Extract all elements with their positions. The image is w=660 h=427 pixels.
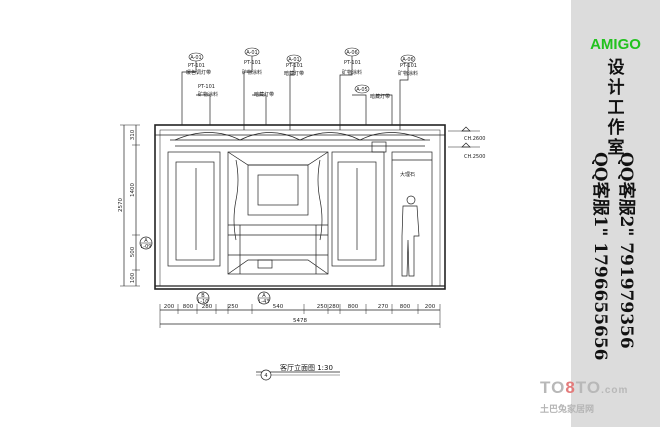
material-note: 暗藏灯带: [370, 93, 390, 100]
dimension-label: 280: [202, 304, 213, 310]
svg-text:B: B: [201, 293, 205, 299]
dimension-label: 800: [400, 304, 411, 310]
section-marker: A L-09: [139, 236, 153, 250]
drawing-title-block: 4 客厅立面图 1:30: [260, 363, 333, 381]
material-tag: PT-101: [198, 84, 215, 90]
material-note: 矿物涂料: [398, 70, 418, 77]
right-wall-panel: [331, 151, 385, 267]
callout-tag: A-05: [356, 87, 367, 93]
material-note: 暗藏灯带: [254, 91, 274, 98]
callout-tag: A-01: [246, 50, 257, 56]
dimension-label: 800: [183, 304, 194, 310]
dimension-label: 1400: [130, 183, 136, 197]
svg-text:4: 4: [264, 373, 267, 379]
dimension-label: 800: [348, 304, 359, 310]
material-note: 暖色调灯带: [186, 69, 211, 76]
material-note: 矿物涂料: [198, 91, 218, 98]
svg-text:L-09: L-09: [141, 244, 152, 250]
watermark-site-name: 土巴兔家居网: [540, 405, 595, 415]
studio-name: 设计工作室: [607, 58, 625, 158]
level-mark: CH.2500: [464, 154, 485, 160]
left-wall-panel: [167, 151, 221, 267]
material-tag: PT-101: [244, 60, 261, 66]
elevation-drawing: A-01 A-01 A-01 A-06 A-06 A-05 PT-101 暖色调…: [118, 47, 485, 381]
watermark-logo: TO8TO.com: [540, 378, 629, 397]
dimension-label: 200: [425, 304, 436, 310]
brand-logo-text: AMIGO: [590, 36, 641, 53]
dimension-label: 540: [273, 304, 284, 310]
dimension-label: 250: [317, 304, 328, 310]
overall-width: 5478: [293, 318, 307, 324]
section-marker: A L-43: [257, 291, 271, 305]
callout-tag: A-06: [346, 50, 357, 56]
material-note: 暗藏灯带: [284, 70, 304, 77]
dimension-label: 280: [329, 304, 340, 310]
dimension-label: 310: [130, 129, 136, 140]
material-tag: PT-101: [188, 63, 205, 69]
callout-tag: A-06: [402, 57, 413, 63]
overall-height: 2570: [118, 198, 124, 212]
svg-text:A: A: [262, 293, 266, 299]
dimension-label: 100: [130, 272, 136, 283]
material-tag: PT-101: [286, 63, 303, 69]
material-note: 矿物涂料: [342, 69, 362, 76]
material-note: 大理石: [400, 171, 415, 178]
drawing-title: 客厅立面图 1:30: [280, 363, 333, 372]
material-tag: PT-101: [344, 60, 361, 66]
watermark: TO8TO.com 土巴兔家居网: [540, 378, 660, 427]
human-scale-figure: [401, 195, 420, 277]
dimension-label: 270: [378, 304, 389, 310]
svg-text:L-43: L-43: [259, 299, 270, 305]
side-panel: AMIGO 设计工作室 QQ客服2" 791979356 QQ客服1" 1796…: [571, 0, 660, 427]
tv-wall: [227, 151, 329, 275]
wall-outline: [154, 124, 446, 290]
section-marker: B L-10: [196, 291, 210, 305]
dimension-label: 500: [130, 246, 136, 257]
level-mark: CH.2600: [464, 136, 485, 142]
dimension-label: 250: [228, 304, 239, 310]
material-note: 矿物涂料: [242, 69, 262, 76]
qq-contact-2: QQ客服2" 791979356: [616, 152, 636, 349]
callout-tag: A-01: [190, 55, 201, 61]
svg-text:A: A: [144, 238, 148, 244]
dimension-label: 200: [164, 304, 175, 310]
material-tag: PT-101: [400, 63, 417, 69]
svg-text:L-10: L-10: [198, 299, 209, 305]
callout-tag: A-01: [288, 57, 299, 63]
qq-contact-1: QQ客服1" 1796655656: [590, 152, 610, 361]
